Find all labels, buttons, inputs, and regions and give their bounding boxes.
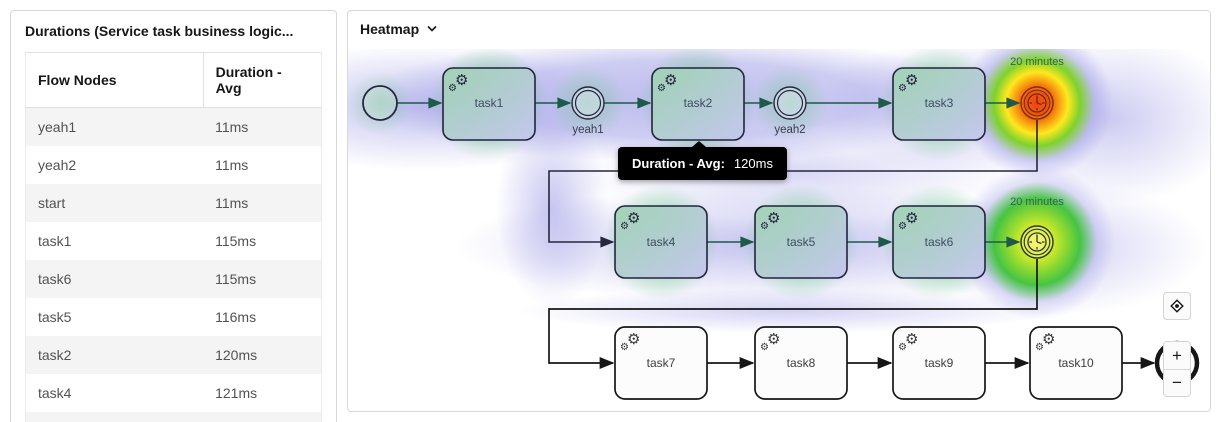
- duration-report-card: Durations (Service task business logic..…: [10, 10, 337, 422]
- cell-value: 120ms: [215, 347, 258, 363]
- cell-node: task5: [38, 309, 72, 325]
- cell-node: yeah1: [38, 119, 77, 135]
- bpmn-task-task5[interactable]: ⚙ ⚙ task5: [754, 205, 848, 279]
- task-label: task4: [647, 235, 676, 249]
- sequence-flows: [397, 97, 1156, 369]
- bpmn-task-task3[interactable]: ⚙ ⚙ task3: [892, 67, 986, 141]
- table-row: task5 116ms: [26, 298, 322, 336]
- task-label: task6: [925, 235, 954, 249]
- service-task-gear-icon: ⚙: [760, 342, 769, 353]
- cell-value: 121ms: [215, 385, 258, 401]
- heatmap-report-card: Heatmap: [347, 10, 1211, 412]
- table-row: start 11ms: [25, 184, 322, 222]
- zoom-in-button[interactable]: +: [1164, 342, 1190, 370]
- table-row: task1 115ms: [26, 222, 322, 260]
- cell-value: 116ms: [215, 309, 257, 325]
- chevron-down-icon: [427, 25, 437, 32]
- service-task-gear-icon: ⚙: [905, 72, 918, 89]
- timer-duration-label: 20 minutes: [1010, 56, 1064, 68]
- service-task-gear-icon: ⚙: [1035, 342, 1044, 353]
- zoom-controls: + −: [1163, 341, 1191, 397]
- bpmn-timer-event-1[interactable]: 20 minutes: [1010, 56, 1064, 120]
- bpmn-event-yeah1[interactable]: yeah1: [571, 86, 605, 136]
- service-task-gear-icon: ⚙: [767, 331, 780, 348]
- bpmn-task-task2[interactable]: ⚙ ⚙ task2: [651, 67, 745, 141]
- task-label: task2: [684, 96, 713, 110]
- service-task-gear-icon: ⚙: [620, 342, 629, 353]
- tooltip-value: 120ms: [733, 156, 773, 171]
- bpmn-task-task6[interactable]: ⚙ ⚙ task6: [892, 205, 986, 279]
- task-label: task9: [925, 356, 954, 370]
- bpmn-canvas[interactable]: ⚙ ⚙ task1 yeah1 ⚙ ⚙ task2 yeah2: [348, 49, 1210, 411]
- table-row-partial: [25, 412, 322, 422]
- task-label: task8: [787, 356, 816, 370]
- task-label: task10: [1058, 356, 1094, 370]
- table-row: task6 115ms: [25, 260, 322, 298]
- service-task-gear-icon: ⚙: [905, 331, 918, 348]
- cell-node: task6: [38, 271, 72, 287]
- diamond-target-icon: [1170, 299, 1184, 313]
- tooltip-label: Duration - Avg:: [632, 156, 725, 171]
- cell-value: 11ms: [215, 195, 249, 211]
- timer-clock-icon: [1027, 232, 1047, 252]
- report-title: Durations (Service task business logic..…: [25, 23, 294, 39]
- cell-value: 11ms: [215, 157, 249, 173]
- table-header-row: Flow Nodes Duration - Avg: [25, 52, 322, 108]
- service-task-gear-icon: ⚙: [898, 83, 907, 94]
- cell-node: task2: [38, 347, 72, 363]
- task-label: task5: [787, 235, 816, 249]
- cell-node: start: [38, 195, 66, 211]
- service-task-gear-icon: ⚙: [627, 331, 640, 348]
- bpmn-event-yeah2[interactable]: yeah2: [773, 86, 807, 136]
- table-row: yeah1 11ms: [25, 107, 322, 146]
- service-task-gear-icon: ⚙: [448, 83, 457, 94]
- service-task-gear-icon: ⚙: [767, 210, 780, 227]
- service-task-gear-icon: ⚙: [620, 221, 629, 232]
- task-label: task1: [475, 96, 504, 110]
- view-mode-label: Heatmap: [360, 21, 420, 37]
- bpmn-task-task1[interactable]: ⚙ ⚙ task1: [442, 67, 536, 141]
- bpmn-start-event[interactable]: [362, 85, 398, 121]
- cell-node: task1: [38, 233, 72, 249]
- task-label: task3: [925, 96, 954, 110]
- bpmn-timer-event-2[interactable]: 20 minutes: [1010, 196, 1064, 259]
- service-task-gear-icon: ⚙: [627, 210, 640, 227]
- service-task-gear-icon: ⚙: [455, 72, 468, 89]
- diagram-tooltip: Duration - Avg: 120ms: [618, 141, 787, 180]
- bpmn-diagram: ⚙ ⚙ task1 yeah1 ⚙ ⚙ task2 yeah2: [362, 56, 1200, 400]
- service-task-gear-icon: ⚙: [898, 221, 907, 232]
- column-header-duration-avg: Duration - Avg: [203, 52, 322, 108]
- cell-value: 11ms: [215, 119, 249, 135]
- bpmn-task-task8[interactable]: ⚙ ⚙ task8: [754, 326, 848, 400]
- bpmn-task-task7[interactable]: ⚙ ⚙ task7: [614, 326, 708, 400]
- cell-value: 115ms: [215, 271, 257, 287]
- timer-clock-icon: [1027, 93, 1047, 113]
- cell-value: 115ms: [215, 233, 257, 249]
- table-row: task4 121ms: [26, 374, 322, 412]
- service-task-gear-icon: ⚙: [664, 72, 677, 89]
- bpmn-task-task4[interactable]: ⚙ ⚙ task4: [614, 205, 708, 279]
- durations-table: Flow Nodes Duration - Avg yeah1 11ms yea…: [25, 52, 322, 422]
- event-label: yeah1: [572, 124, 603, 136]
- cell-node: task4: [38, 385, 72, 401]
- zoom-out-button[interactable]: −: [1172, 373, 1182, 393]
- timer-duration-label: 20 minutes: [1010, 196, 1064, 208]
- column-header-flow-nodes: Flow Nodes: [25, 52, 204, 108]
- view-mode-dropdown[interactable]: Heatmap: [360, 21, 438, 37]
- table-row: task2 120ms: [25, 336, 322, 374]
- service-task-gear-icon: ⚙: [760, 221, 769, 232]
- service-task-gear-icon: ⚙: [898, 342, 907, 353]
- bpmn-task-task9[interactable]: ⚙ ⚙ task9: [892, 326, 986, 400]
- task-label: task7: [647, 356, 676, 370]
- service-task-gear-icon: ⚙: [657, 83, 666, 94]
- cell-node: yeah2: [38, 157, 77, 173]
- service-task-gear-icon: ⚙: [1042, 331, 1055, 348]
- reset-zoom-button[interactable]: [1163, 292, 1191, 320]
- event-label: yeah2: [774, 124, 805, 136]
- table-row: yeah2 11ms: [26, 146, 322, 184]
- service-task-gear-icon: ⚙: [905, 210, 918, 227]
- bpmn-task-task10[interactable]: ⚙ ⚙ task10: [1029, 326, 1123, 400]
